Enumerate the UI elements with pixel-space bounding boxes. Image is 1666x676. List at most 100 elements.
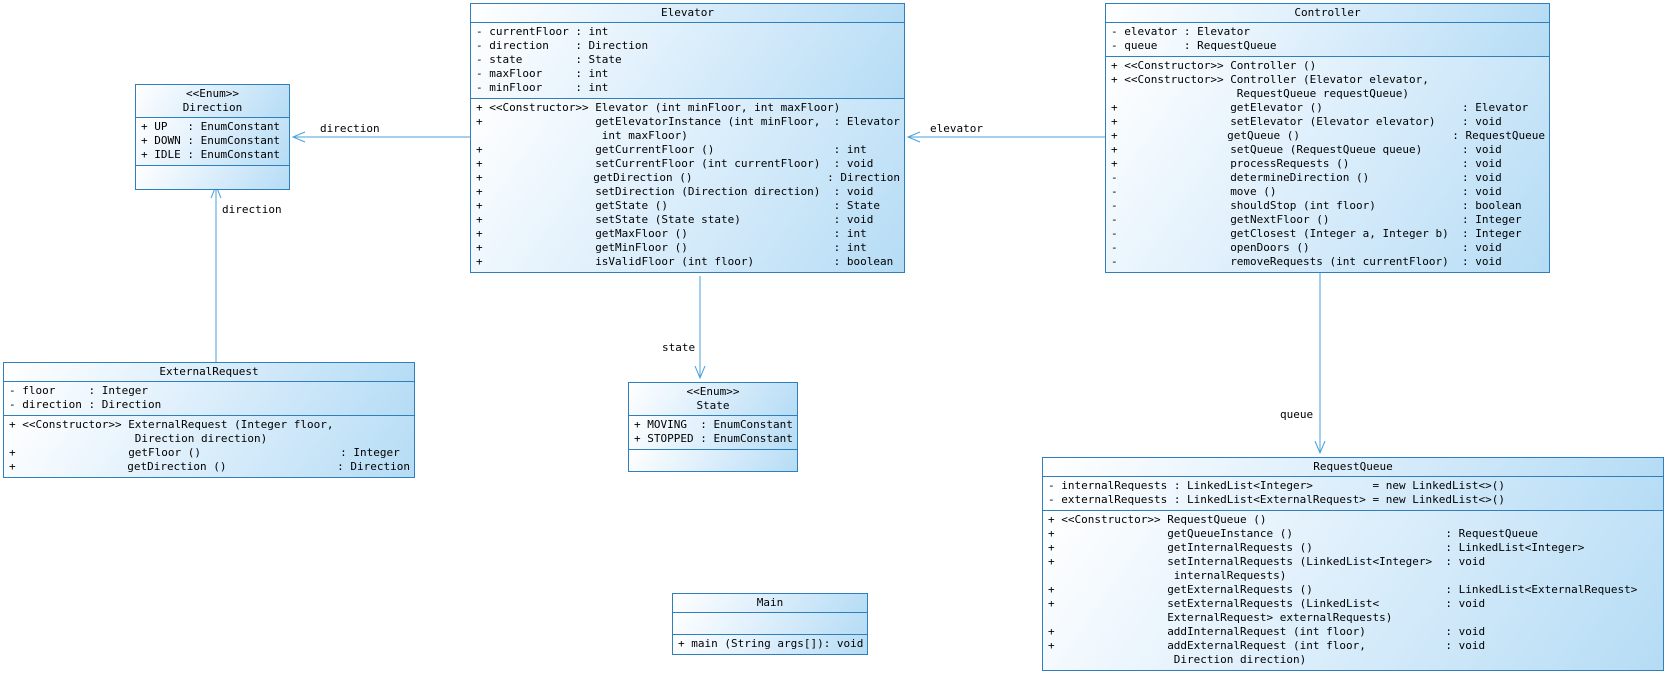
method-row: +getQueueInstance (): RequestQueue [1043,527,1663,541]
method-return-type: : void [1461,115,1502,128]
method-return-type: : void [833,157,874,170]
attribute-row: +IDLE: EnumConstant [136,148,289,162]
visibility-marker: + [1111,129,1118,142]
visibility-marker: + [476,171,483,184]
method-row: -determineDirection (): void [1106,171,1549,185]
visibility-marker: - [476,53,483,66]
class-title: Controller [1106,4,1549,22]
method-return-type: : Direction [337,460,410,473]
visibility-marker: + [476,199,483,212]
method-signature: getElevator () [1230,101,1323,114]
method-stereotype: <<Constructor>> [489,101,589,114]
method-return-type: : Integer [340,446,400,459]
class-name: Elevator [661,6,714,19]
visibility-marker: + [9,446,16,459]
attribute-type: : State [575,53,622,66]
attribute-type: : EnumConstant [187,148,281,161]
class-external-request[interactable]: ExternalRequest-floor: Integer-direction… [3,362,415,478]
methods-compartment: +<<Constructor>>RequestQueue ()+getQueue… [1043,510,1663,670]
method-signature: getDirection () [127,460,227,473]
method-return-type: : RequestQueue [1445,527,1539,540]
method-row: -removeRequests (int currentFloor): void [1106,255,1549,269]
attribute-row: +UP: EnumConstant [136,120,289,134]
association-controller-to-elevator [906,131,1105,143]
attribute-name: floor [22,384,56,397]
class-request-queue[interactable]: RequestQueue-internalRequests: LinkedLis… [1042,457,1664,671]
method-signature: getFloor () [128,446,202,459]
attribute-name: queue [1124,39,1158,52]
class-elevator[interactable]: Elevator-currentFloor: int-direction: Di… [470,3,905,273]
attribute-row: -minFloor: int [471,81,904,95]
class-state[interactable]: <<Enum>>State+MOVING: EnumConstant+STOPP… [628,382,798,472]
method-signature: getExternalRequests () [1167,583,1313,596]
class-stereotype: <<Enum>> [186,87,239,100]
methods-compartment: +<<Constructor>>Controller ()+<<Construc… [1106,56,1549,272]
method-return-type: : void [1461,171,1502,184]
visibility-marker: + [141,120,148,133]
visibility-marker: - [1048,493,1055,506]
association-label-elevator-to-direction: direction [320,122,380,135]
attribute-row: +MOVING: EnumConstant [629,418,797,432]
method-return-type: : int [833,241,867,254]
visibility-marker: - [1111,25,1118,38]
visibility-marker: - [476,67,483,80]
method-signature: getClosest (Integer a, Integer b) [1230,227,1449,240]
method-row: +getElevator (): Elevator [1106,101,1549,115]
method-signature: getDirection () [593,171,693,184]
class-direction[interactable]: <<Enum>>Direction+UP: EnumConstant+DOWN:… [135,84,290,190]
method-signature: setQueue (RequestQueue queue) [1230,143,1423,156]
method-signature: getMaxFloor () [595,227,688,240]
visibility-marker: + [1048,597,1055,610]
visibility-marker: + [1111,59,1118,72]
method-signature: setExternalRequests (LinkedList< Externa… [1167,597,1393,624]
attributes-compartment: +MOVING: EnumConstant+STOPPED: EnumConst… [629,415,797,449]
visibility-marker: + [9,460,16,473]
class-stereotype: <<Enum>> [686,385,740,398]
method-signature: setDirection (Direction direction) [595,185,821,198]
class-title: Elevator [471,4,904,22]
method-row: +getState (): State [471,199,904,213]
method-row: +getDirection (): Direction [471,171,904,185]
attribute-row: -maxFloor: int [471,67,904,81]
association-label-controller-to-requestqueue: queue [1280,408,1314,421]
method-row: +addInternalRequest (int floor): void [1043,625,1663,639]
method-stereotype: <<Constructor>> [22,418,122,431]
method-row: -shouldStop (int floor): boolean [1106,199,1549,213]
open-arrowhead-icon [906,131,921,143]
class-controller[interactable]: Controller-elevator: Elevator-queue: Req… [1105,3,1550,273]
attribute-name: state [489,53,523,66]
class-title: ExternalRequest [4,363,414,381]
visibility-marker: - [1111,171,1118,184]
attribute-type: : Integer [88,384,149,397]
method-row: + setExternalRequests (LinkedList< Extern… [1043,597,1663,625]
attribute-row: -queue: RequestQueue [1106,39,1549,53]
method-signature: removeRequests (int currentFloor) [1230,255,1449,268]
method-signature: setState (State state) [595,213,741,226]
visibility-marker: + [476,213,483,226]
visibility-marker: + [1048,541,1055,554]
visibility-marker: + [9,418,16,431]
method-stereotype: <<Constructor>> [1124,59,1224,72]
method-row: +<<Constructor>>Elevator (int minFloor, … [471,101,904,115]
attribute-type: : EnumConstant [187,120,281,133]
visibility-marker: + [634,418,641,431]
visibility-marker: + [634,432,641,445]
method-return-type: : void [1445,625,1486,638]
methods-compartment [136,165,289,189]
method-return-type: : void [1445,639,1486,652]
attribute-row: +STOPPED: EnumConstant [629,432,797,446]
visibility-marker: - [1111,227,1118,240]
attribute-name: internalRequests [1061,479,1168,492]
method-row: + getFloor () : Integer [4,446,414,460]
class-main[interactable]: Main+main (String args[]): void [672,593,868,655]
method-return-type: : void [1445,555,1486,568]
method-signature: getElevatorInstance (int minFloor, int m… [595,115,821,142]
visibility-marker: + [1111,115,1118,128]
method-row: +setQueue (RequestQueue queue): void [1106,143,1549,157]
method-return-type: : Integer [1461,227,1522,240]
attribute-row: +DOWN: EnumConstant [136,134,289,148]
method-row: -openDoors (): void [1106,241,1549,255]
visibility-marker: - [1111,185,1118,198]
